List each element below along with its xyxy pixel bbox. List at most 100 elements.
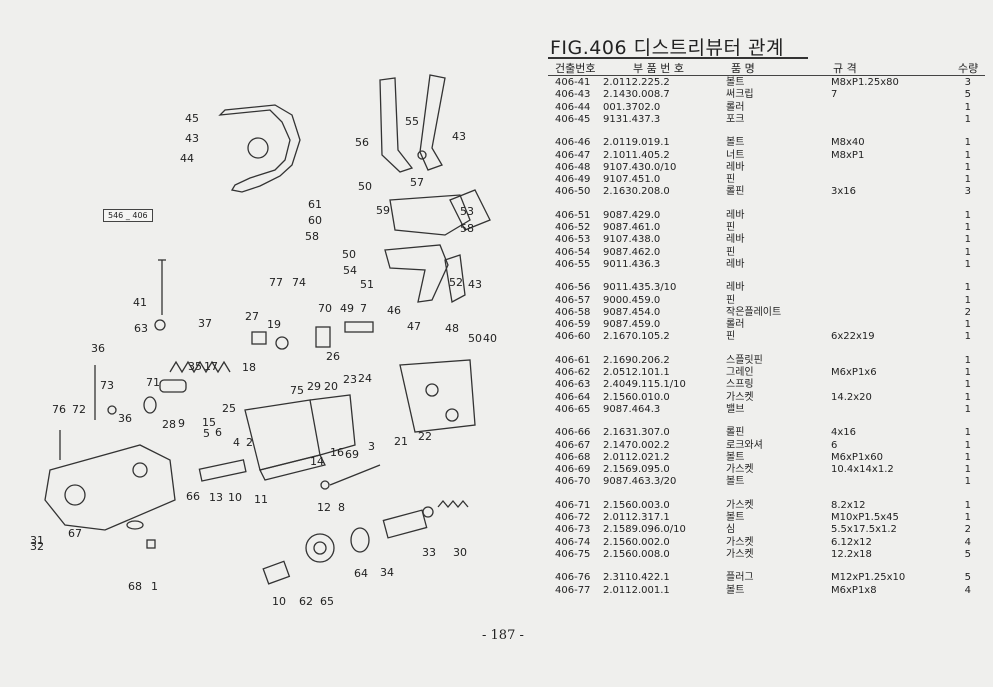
cell-qty: 1 bbox=[964, 209, 971, 221]
callout-number: 9 bbox=[178, 417, 185, 430]
callout-number: 35 bbox=[188, 360, 202, 373]
cell-part: 9107.451.0 bbox=[603, 174, 661, 186]
cell-qty: 1 bbox=[964, 319, 971, 331]
callout-number: 44 bbox=[180, 152, 194, 165]
cell-name: 레바 bbox=[726, 161, 745, 173]
cell-no: 406-55 bbox=[555, 258, 591, 270]
callout-number: 43 bbox=[468, 278, 482, 291]
callout-number: 54 bbox=[343, 264, 357, 277]
cell-name: 롤러 bbox=[726, 319, 745, 331]
cell-qty: 1 bbox=[964, 439, 971, 451]
reference-label: 546 _ 406 bbox=[103, 209, 153, 222]
cell-qty: 1 bbox=[964, 258, 971, 270]
callout-number: 72 bbox=[72, 403, 86, 416]
cell-part: 2.1430.008.7 bbox=[603, 89, 670, 101]
cell-part: 2.1631.307.0 bbox=[603, 427, 670, 439]
cell-part: 2.1560.002.0 bbox=[603, 536, 670, 548]
cell-qty: 1 bbox=[964, 174, 971, 186]
cell-spec: 12.2x18 bbox=[831, 548, 872, 560]
cell-spec: 6 bbox=[831, 439, 838, 451]
callout-number: 76 bbox=[52, 403, 66, 416]
cell-part: 2.0112.317.1 bbox=[603, 512, 670, 523]
cell-name: 가스켓 bbox=[726, 548, 754, 560]
callout-number: 70 bbox=[318, 302, 332, 315]
cell-part: 2.0112.021.2 bbox=[603, 451, 670, 463]
cell-no: 406-47 bbox=[555, 149, 591, 161]
callout-number: 31 bbox=[30, 534, 44, 547]
cell-qty: 1 bbox=[964, 294, 971, 306]
cell-qty: 1 bbox=[964, 379, 971, 391]
cell-qty: 1 bbox=[964, 246, 971, 258]
callout-number: 7 bbox=[360, 302, 367, 315]
cell-name: 볼트 bbox=[726, 451, 745, 463]
cell-qty: 1 bbox=[964, 101, 971, 113]
cell-qty: 3 bbox=[964, 77, 971, 88]
cell-name: 볼트 bbox=[726, 512, 745, 523]
figure-title: FIG.406 디스트리뷰터 관계 bbox=[550, 37, 784, 59]
cell-part: 9087.454.0 bbox=[603, 306, 661, 318]
cell-qty: 5 bbox=[964, 572, 971, 584]
cell-part: 2.1589.096.0/10 bbox=[603, 524, 686, 536]
cell-name: 그레인 bbox=[726, 367, 754, 378]
cell-qty: 4 bbox=[964, 584, 971, 596]
header-underline bbox=[548, 75, 985, 76]
cell-qty: 1 bbox=[964, 113, 971, 125]
cell-no: 406-56 bbox=[555, 282, 591, 294]
callout-number: 18 bbox=[242, 361, 256, 374]
cell-qty: 1 bbox=[964, 499, 971, 511]
cell-part: 9011.435.3/10 bbox=[603, 282, 677, 294]
cell-no: 406-53 bbox=[555, 234, 591, 246]
cell-spec: M8xP1 bbox=[831, 149, 865, 161]
cell-spec: 6x22x19 bbox=[831, 331, 875, 343]
cell-qty: 1 bbox=[964, 427, 971, 439]
cell-name: 작은플레이트 bbox=[726, 306, 782, 318]
cell-no: 406-54 bbox=[555, 246, 591, 258]
callout-number: 21 bbox=[394, 435, 408, 448]
cell-part: 9087.461.0 bbox=[603, 222, 661, 233]
callout-number: 37 bbox=[198, 317, 212, 330]
cell-part: 2.1470.002.2 bbox=[603, 439, 670, 451]
cell-spec: 4x16 bbox=[831, 427, 857, 439]
cell-qty: 1 bbox=[964, 137, 971, 149]
cell-part: 2.1560.008.0 bbox=[603, 548, 670, 560]
cell-part: 9131.437.3 bbox=[603, 113, 661, 125]
page-number: - 187 - bbox=[482, 628, 524, 643]
cell-no: 406-65 bbox=[555, 403, 591, 415]
callout-number: 66 bbox=[186, 490, 200, 503]
callout-number: 68 bbox=[128, 580, 142, 593]
cell-no: 406-71 bbox=[555, 499, 591, 511]
cell-spec: M12xP1.25x10 bbox=[831, 572, 906, 584]
cell-spec: M6xP1x6 bbox=[831, 367, 877, 378]
cell-qty: 1 bbox=[964, 391, 971, 403]
callout-number: 55 bbox=[405, 115, 419, 128]
cell-part: 2.0512.101.1 bbox=[603, 367, 670, 378]
callout-number: 52 bbox=[449, 276, 463, 289]
header-spec: 규 격 bbox=[833, 62, 857, 75]
cell-name: 볼트 bbox=[726, 77, 745, 88]
cell-part: 9087.459.0 bbox=[603, 319, 661, 331]
callout-number: 30 bbox=[453, 546, 467, 559]
callout-number: 12 bbox=[317, 501, 331, 514]
callout-number: 73 bbox=[100, 379, 114, 392]
cell-part: 9087.463.3/20 bbox=[603, 476, 677, 488]
cell-name: 핀 bbox=[726, 331, 736, 343]
callout-number: 3 bbox=[368, 440, 375, 453]
cell-qty: 1 bbox=[964, 464, 971, 476]
